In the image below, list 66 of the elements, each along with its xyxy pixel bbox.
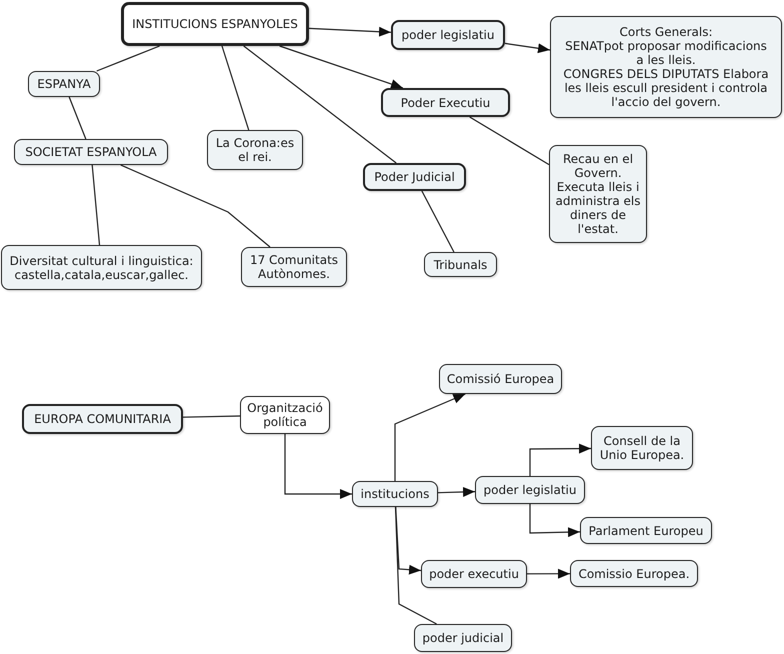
concept-box <box>381 88 510 117</box>
concept-box <box>549 145 647 243</box>
concept-box <box>1 245 202 290</box>
connector-line <box>221 46 250 130</box>
concept-label: Diversitat cultural i linguistica: castella,catala,euscar,gallec. <box>8 254 194 282</box>
concept-box <box>240 396 330 434</box>
concept-box <box>580 517 712 544</box>
concept-box <box>421 560 527 588</box>
concept-box <box>439 364 562 394</box>
arrow <box>527 568 570 579</box>
arrow <box>395 506 422 575</box>
concept-label: Tribunals <box>434 258 488 272</box>
concept-label: Poder Judicial <box>374 170 455 184</box>
concept-box <box>424 252 497 277</box>
concept-box <box>352 481 438 507</box>
concept-label: institucions <box>360 487 430 501</box>
concept-label: poder legislatiu <box>402 28 494 42</box>
concept-label: 17 Comunitats Autònomes. <box>248 253 340 281</box>
connector-line <box>469 116 550 166</box>
arrow <box>308 26 392 37</box>
concept-label: poder legislatiu <box>484 483 576 497</box>
concept-label: Comissió Europea <box>446 372 554 386</box>
arrow <box>529 444 591 476</box>
concept-label: Corts Generals: <box>619 25 712 39</box>
arrow <box>504 42 550 54</box>
connector-line <box>120 164 270 248</box>
concept-label: SENATpot proposar modificacions a les lleis. <box>564 39 768 67</box>
connector-line <box>68 96 86 140</box>
concept-box <box>121 2 309 46</box>
concept-box <box>570 560 698 587</box>
concept-label: poder executiu <box>429 567 519 581</box>
connector-line <box>421 190 454 252</box>
connector-line <box>394 506 437 625</box>
concept-box <box>550 16 782 118</box>
concept-box <box>28 71 100 97</box>
concept-box <box>207 130 303 170</box>
arrow <box>279 45 404 89</box>
concept-box <box>591 426 693 470</box>
concept-box <box>14 139 168 165</box>
connector-line <box>96 45 160 72</box>
concept-label: Organització política <box>246 401 324 429</box>
concept-box <box>363 163 466 191</box>
connector-line <box>243 46 397 164</box>
concept-label: EUROPA COMUNITARIA <box>34 412 171 426</box>
concept-label: Poder Executiu <box>400 96 490 110</box>
concept-label: INSTITUCIONS ESPANYOLES <box>132 17 298 31</box>
concept-label: CONGRES DELS DIPUTATS Elabora les lleis escull president i controla l'accio del govern. <box>562 67 770 109</box>
connector-line <box>92 164 100 246</box>
connector-line <box>182 415 240 418</box>
concept-box <box>414 624 512 652</box>
concept-box <box>22 404 183 434</box>
concept-label: Consell de la Unio Europea. <box>598 434 686 462</box>
arrow <box>438 486 476 497</box>
concept-label: Recau en el Govern. Executa lleis i administra els diners de l'estat. <box>554 152 642 236</box>
concept-box <box>475 476 585 504</box>
arrow <box>284 434 352 499</box>
arrow <box>529 504 580 538</box>
concept-label: SOCIETAT ESPANYOLA <box>25 145 157 159</box>
concept-label: Parlament Europeu <box>588 524 704 538</box>
concept-box <box>241 247 347 287</box>
concept-label: poder judicial <box>422 631 504 645</box>
concept-box <box>391 20 505 50</box>
concept-label: ESPANYA <box>37 77 91 91</box>
concept-label: La Corona:es el rei. <box>214 136 296 164</box>
arrow <box>394 393 466 481</box>
concept-label: Comissio Europea. <box>578 566 690 580</box>
